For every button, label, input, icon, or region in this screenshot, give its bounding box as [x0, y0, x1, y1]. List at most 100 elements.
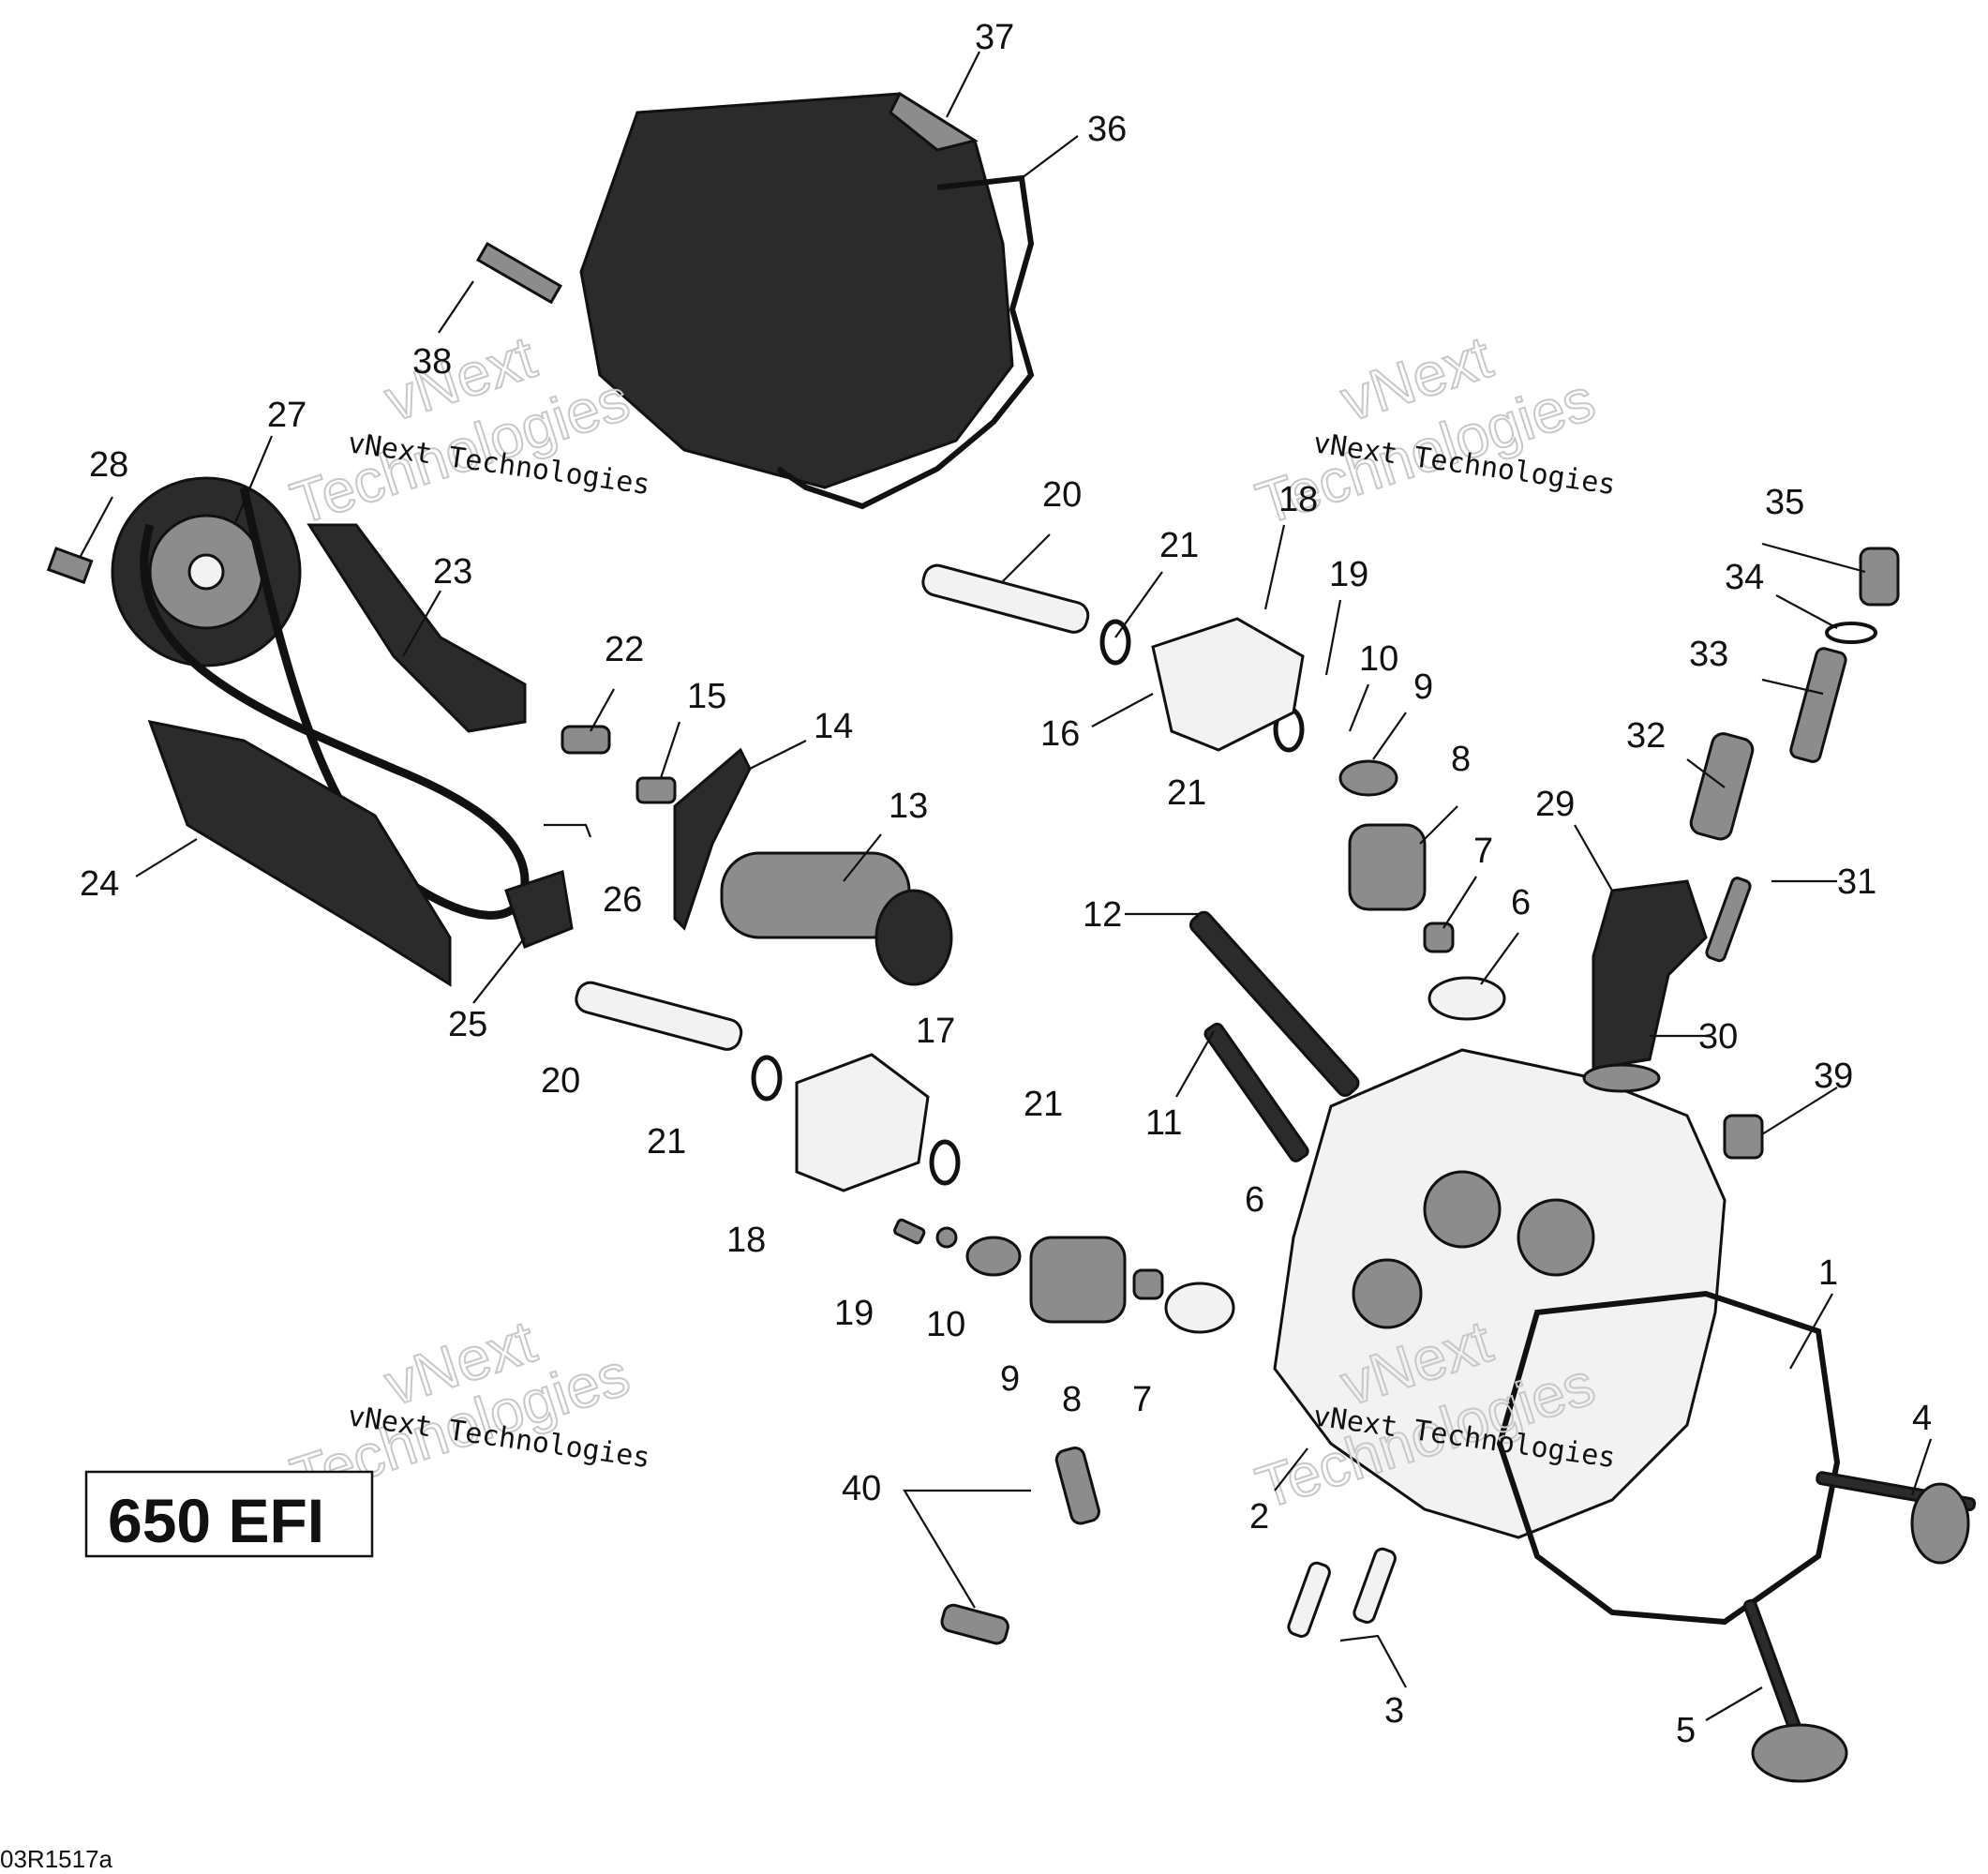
callout-21-upper-1: 21 [1159, 526, 1199, 565]
callout-16: 16 [1040, 714, 1080, 754]
callout-27: 27 [267, 396, 306, 435]
callout-9-lower: 9 [1000, 1359, 1020, 1399]
sprocket-bolt [46, 547, 94, 585]
o-ring-lower-1 [751, 1055, 783, 1102]
callout-7-lower: 7 [1132, 1380, 1152, 1419]
callout-20-lower: 20 [541, 1061, 580, 1101]
callout-18-upper: 18 [1278, 480, 1318, 519]
callout-10-lower: 10 [926, 1305, 965, 1344]
exhaust-valve [1816, 1471, 1977, 1565]
callout-10-upper: 10 [1359, 639, 1398, 679]
callout-24: 24 [80, 864, 119, 904]
leader-lines [79, 51, 1933, 1721]
callout-22: 22 [605, 630, 644, 669]
washer-upper [1427, 976, 1506, 1021]
cylinder-head-bolt-long [1188, 910, 1360, 1098]
valve-guide-1 [1054, 1446, 1100, 1525]
callout-13: 13 [889, 787, 928, 826]
dowel-pin-1 [1287, 1561, 1331, 1638]
callout-23: 23 [433, 552, 472, 592]
callout-6-lower: 6 [1245, 1180, 1264, 1220]
callout-21-upper-2: 21 [1167, 773, 1206, 813]
callout-8-lower: 8 [1062, 1380, 1082, 1419]
stud [561, 725, 611, 755]
callout-4: 4 [1912, 1399, 1932, 1438]
valve-guide-2 [940, 1603, 1009, 1645]
callout-39: 39 [1814, 1057, 1853, 1096]
valve-stem-seal-lower [1132, 1268, 1164, 1300]
callout-20-upper: 20 [1042, 475, 1082, 515]
plate [673, 747, 752, 931]
callout-11: 11 [1145, 1103, 1182, 1143]
valve-spring-upper [1348, 823, 1427, 911]
guide-rest [504, 870, 574, 949]
adjuster-screw-lower [893, 1218, 926, 1245]
spring-retainer-upper [1338, 759, 1398, 797]
intake-valve [1742, 1598, 1848, 1783]
callout-3: 3 [1384, 1691, 1404, 1731]
callout-15: 15 [687, 677, 726, 716]
timing-chain [140, 487, 530, 920]
camshaft [720, 851, 953, 986]
tensioner-bolt [1705, 877, 1752, 963]
rocker-shaft-upper [921, 563, 1090, 634]
valve-cotter-lower [935, 1226, 958, 1249]
tensioner-gasket [1582, 1063, 1661, 1093]
callout-34: 34 [1725, 558, 1764, 597]
callout-21-lower-1: 21 [647, 1122, 686, 1162]
head-gasket [1496, 1290, 1841, 1626]
callout-19-upper: 19 [1329, 555, 1368, 594]
o-ring-upper-1 [1099, 619, 1131, 666]
callout-18-lower: 18 [726, 1221, 766, 1260]
model-label: 650 EFI [84, 1470, 374, 1558]
cylinder-head-bolt-short [1203, 1022, 1309, 1162]
callouts: 37 36 38 27 28 23 24 26 22 15 14 13 25 2… [80, 18, 1932, 1750]
callout-8-upper: 8 [1451, 740, 1471, 779]
rocker-arm-upper [1151, 617, 1305, 752]
callout-21-lower-2: 21 [1024, 1085, 1063, 1124]
model-label-text: 650 EFI [108, 1486, 324, 1555]
cover-bolt [475, 241, 562, 305]
callout-2: 2 [1249, 1497, 1269, 1537]
callout-36: 36 [1087, 110, 1127, 149]
rocker-arm-lower [795, 1053, 930, 1192]
callout-19-lower: 19 [834, 1294, 874, 1333]
callout-33: 33 [1689, 635, 1728, 674]
callout-6-upper: 6 [1511, 883, 1531, 922]
callout-25: 25 [448, 1005, 487, 1044]
spring-retainer-lower [965, 1236, 1022, 1277]
plug-screw [1859, 547, 1900, 607]
callout-37: 37 [975, 18, 1014, 57]
callout-9-upper: 9 [1413, 667, 1433, 707]
callout-17: 17 [916, 1012, 955, 1051]
rocker-shaft-lower [575, 981, 743, 1051]
callout-32: 32 [1626, 716, 1666, 756]
callout-40: 40 [842, 1469, 881, 1508]
valve-cover [579, 91, 1014, 489]
valve-cover-gasket [776, 174, 1035, 510]
sealing-ring [1825, 622, 1877, 644]
plug [1723, 1114, 1764, 1160]
callout-14: 14 [814, 707, 853, 746]
callout-30: 30 [1698, 1017, 1738, 1057]
callout-29: 29 [1535, 785, 1575, 824]
valve-stem-seal-upper [1423, 922, 1455, 953]
dowel-pin-2 [1353, 1547, 1397, 1624]
callout-35: 35 [1765, 483, 1804, 522]
callout-12: 12 [1083, 895, 1122, 935]
callout-7-upper: 7 [1473, 832, 1493, 871]
o-ring-lower-2 [929, 1139, 961, 1186]
callout-1: 1 [1818, 1253, 1838, 1293]
callout-38: 38 [412, 342, 452, 382]
chain-guide [306, 523, 527, 733]
callout-5: 5 [1676, 1711, 1696, 1750]
chain-tensioner [1592, 879, 1708, 1071]
washer-bolt [635, 776, 677, 804]
callout-26: 26 [603, 880, 642, 920]
chain-tensioner-guide [147, 720, 452, 987]
callout-31: 31 [1837, 862, 1876, 902]
tensioner-spring [1789, 647, 1847, 763]
washer-lower [1164, 1282, 1235, 1334]
callout-28: 28 [89, 445, 128, 485]
